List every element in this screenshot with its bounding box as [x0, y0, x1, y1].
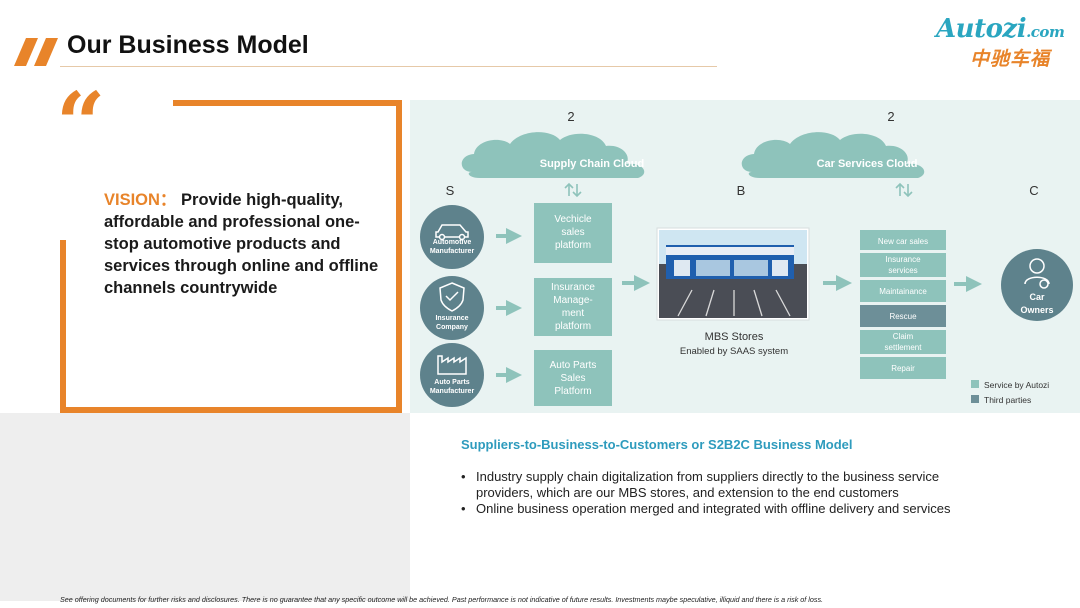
- vision-frame-right: [396, 100, 402, 413]
- service-insurance: Insurance services: [860, 253, 946, 277]
- mbs-store-sublabel: Enabled by SAAS system: [680, 346, 788, 357]
- car-services-cloud-label: Car Services Cloud: [817, 158, 918, 170]
- car-services-cloud-number: 2: [887, 109, 894, 124]
- supplier-label-line1: Automotive: [433, 239, 472, 246]
- shield-icon: [439, 282, 465, 312]
- platform-line: Auto Parts: [550, 360, 597, 371]
- column-label-c: C: [1029, 183, 1038, 198]
- supply-chain-cloud-label: Supply Chain Cloud: [540, 158, 645, 170]
- service-line: Rescue: [889, 312, 917, 321]
- column-label-b: B: [737, 183, 746, 198]
- platform-line: sales: [561, 227, 584, 238]
- customer-car-owners: Car Owners: [1001, 249, 1073, 321]
- car-icon: [435, 224, 469, 241]
- platform-line: platform: [555, 321, 591, 332]
- service-line: Repair: [891, 364, 915, 373]
- logo-english: Autozi: [936, 14, 1027, 44]
- service-maintenance: Maintainance: [860, 280, 946, 302]
- platform-auto-parts-sales: Auto Parts Sales Platform: [534, 350, 612, 406]
- supplier-label-line2: Manufacturer: [430, 248, 475, 255]
- mbs-store-label: MBS Stores: [705, 331, 764, 343]
- supplier-auto-parts-manufacturer: Auto Parts Manufacturer: [420, 343, 484, 407]
- quote-icon: “: [56, 74, 106, 175]
- service-repair: Repair: [860, 357, 946, 379]
- legend-label-third: Third parties: [984, 395, 1031, 405]
- title-divider: [60, 66, 717, 67]
- service-rescue: Rescue: [860, 305, 946, 327]
- customer-label-line2: Owners: [1020, 305, 1053, 315]
- supplier-automotive-manufacturer: Automotive Manufacturer: [420, 205, 484, 269]
- service-line: Insurance: [885, 255, 921, 264]
- platform-line: platform: [555, 240, 591, 251]
- s2b2c-title: Suppliers-to-Business-to-Customers or S2…: [461, 437, 853, 452]
- supplier-label-line1: Insurance: [435, 315, 468, 322]
- platform-vehicle-sales: Vechicle sales platform: [534, 203, 612, 263]
- vision-text: Provide high-quality, affordable and pro…: [104, 191, 379, 297]
- s2b2c-bullets: Industry supply chain digitalization fro…: [461, 469, 981, 517]
- platform-line: Sales: [560, 373, 585, 384]
- business-model-diagram: Supply Chain Cloud 2 Car Services Cloud …: [420, 109, 1073, 407]
- s2b2c-bullet: Online business operation merged and int…: [461, 501, 981, 517]
- cloud-sync-arrows-right: [895, 182, 913, 198]
- supplier-label-line2: Manufacturer: [430, 388, 475, 395]
- customer-label-line1: Car: [1029, 292, 1045, 302]
- person-icon: [1024, 258, 1050, 289]
- service-line: Claim: [893, 332, 914, 341]
- s2b2c-bullet: Industry supply chain digitalization fro…: [461, 469, 981, 501]
- supply-chain-cloud-number: 2: [567, 109, 574, 124]
- logo-domain: .com: [1026, 23, 1065, 41]
- cloud-sync-arrows-left: [564, 182, 582, 198]
- service-claim-settlement: Claim settlement: [860, 330, 946, 354]
- factory-icon: [437, 355, 467, 375]
- legend-label-autozi: Service by Autozi: [984, 380, 1049, 390]
- vision-label: VISION：: [104, 191, 177, 209]
- platform-line: Vechicle: [554, 214, 592, 225]
- vision-statement: VISION： Provide high-quality, affordable…: [104, 189, 384, 299]
- vision-frame-bottom: [60, 407, 402, 413]
- supply-chain-cloud: Supply Chain Cloud: [461, 132, 645, 178]
- diagram-legend: Service by Autozi Third parties: [971, 380, 1049, 405]
- left-bottom-panel: [0, 413, 410, 601]
- autozi-logo: Autozi.com 中驰车福: [932, 14, 1065, 70]
- legend-swatch-autozi: [971, 380, 979, 388]
- supplier-insurance-company: Insurance Company: [420, 276, 484, 340]
- service-line: New car sales: [878, 237, 928, 246]
- service-new-car-sales: New car sales: [860, 230, 946, 250]
- vision-frame-left: [60, 240, 66, 413]
- platform-line: Manage-: [553, 295, 592, 306]
- platform-insurance-management: Insurance Manage- ment platform: [534, 278, 612, 336]
- page-title: Our Business Model: [67, 31, 309, 59]
- platform-line: Insurance: [551, 282, 595, 293]
- mbs-store-image: [656, 227, 810, 321]
- disclaimer: See offering documents for further risks…: [60, 595, 824, 604]
- car-services-cloud: Car Services Cloud: [741, 132, 925, 178]
- vision-frame-top: [173, 100, 402, 106]
- legend-swatch-third: [971, 395, 979, 403]
- column-label-s: S: [446, 183, 455, 198]
- service-line: services: [888, 266, 917, 275]
- platform-line: Platform: [554, 386, 591, 397]
- service-line: Maintainance: [879, 287, 927, 296]
- service-line: settlement: [885, 343, 923, 352]
- supplier-label-line2: Company: [436, 324, 468, 331]
- supplier-label-line1: Auto Parts: [434, 379, 470, 386]
- title-slash-decoration: [14, 38, 58, 66]
- logo-chinese: 中驰车福: [970, 49, 1051, 70]
- supplier-arrows: [496, 228, 522, 383]
- platform-line: ment: [562, 308, 584, 319]
